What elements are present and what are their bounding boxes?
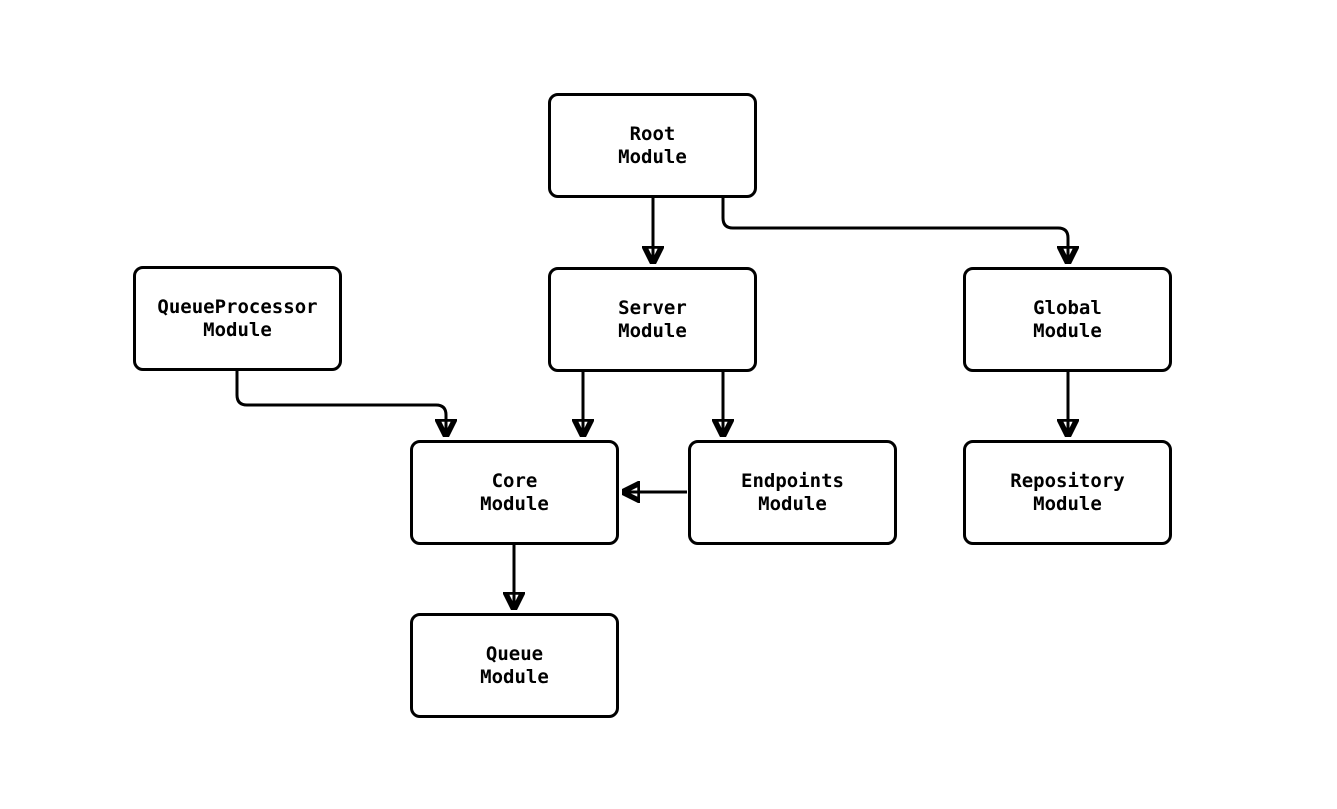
node-global-module-label: Global Module	[1033, 296, 1102, 342]
node-server-module-label: Server Module	[618, 296, 687, 342]
node-queueprocessor-module: QueueProcessor Module	[133, 266, 342, 371]
node-global-module: Global Module	[963, 267, 1172, 372]
node-queueprocessor-module-label: QueueProcessor Module	[157, 295, 318, 341]
edge-queueprocessor-to-core	[235, 371, 446, 437]
node-core-module: Core Module	[410, 440, 619, 545]
node-endpoints-module-label: Endpoints Module	[741, 469, 844, 515]
node-repository-module-label: Repository Module	[1010, 469, 1125, 515]
node-server-module: Server Module	[548, 267, 757, 372]
node-endpoints-module: Endpoints Module	[688, 440, 897, 545]
node-queue-module: Queue Module	[410, 613, 619, 718]
node-queue-module-label: Queue Module	[480, 642, 549, 688]
node-core-module-label: Core Module	[480, 469, 549, 515]
node-root-module: Root Module	[548, 93, 757, 198]
node-repository-module: Repository Module	[963, 440, 1172, 545]
node-root-module-label: Root Module	[618, 122, 687, 168]
edge-root-to-global	[721, 197, 1068, 264]
